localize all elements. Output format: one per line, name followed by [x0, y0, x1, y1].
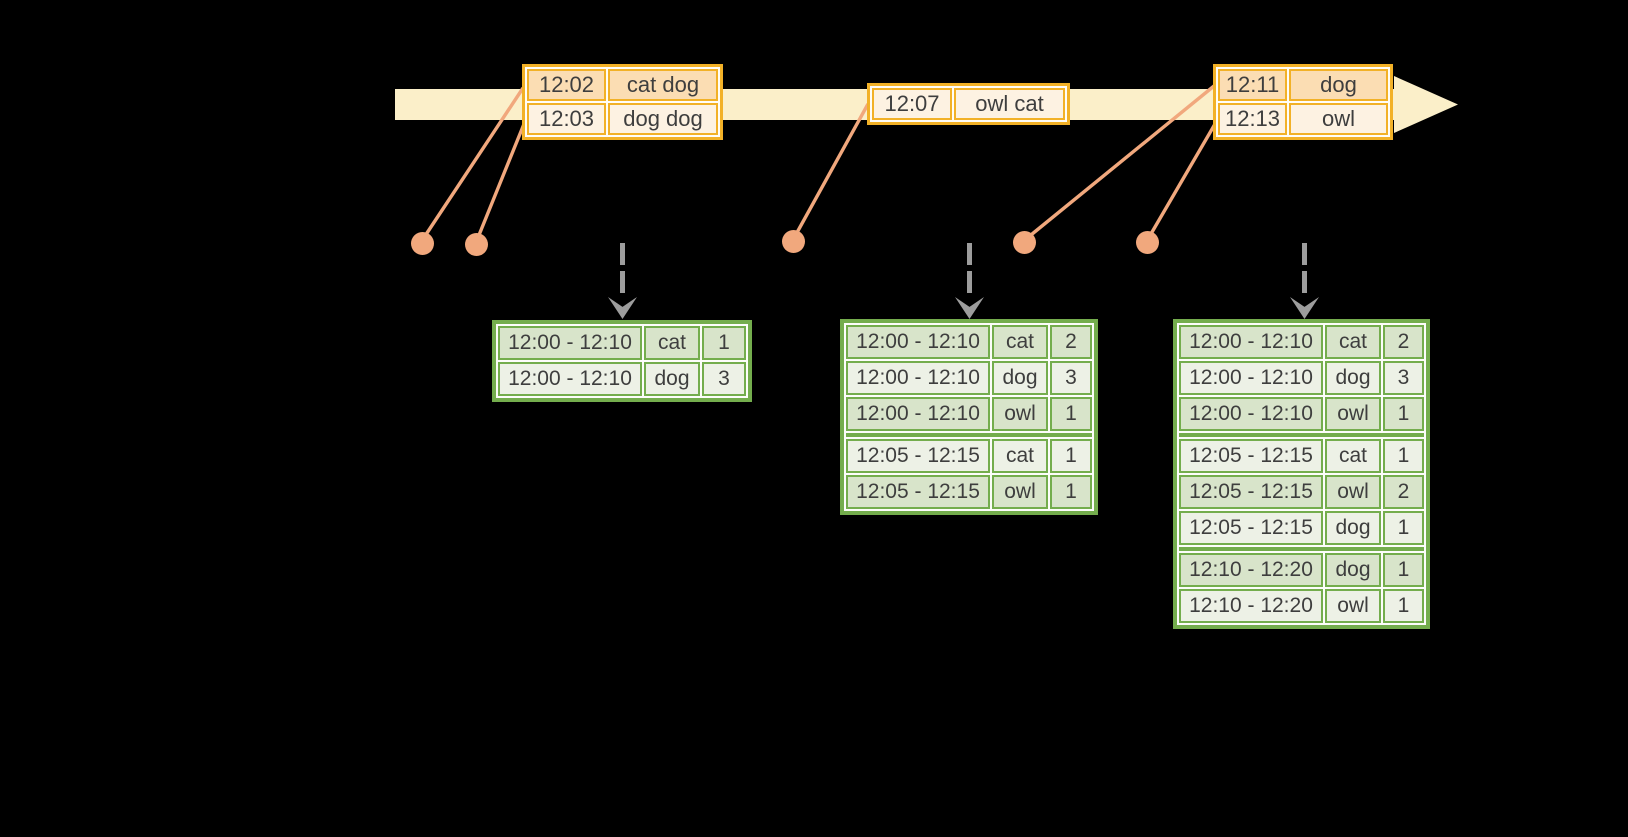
event-table-1: 12:02 cat dog 12:03 dog dog — [522, 64, 723, 140]
window-cell: 12:05 - 12:15 — [846, 439, 990, 473]
window-cell: 12:00 - 12:10 — [846, 361, 990, 395]
event-table-3: 12:11 dog 12:13 owl — [1213, 64, 1393, 140]
count-cell: 1 — [1383, 589, 1424, 623]
word-cell: cat — [644, 326, 700, 360]
count-cell: 1 — [1383, 397, 1424, 431]
window-cell: 12:05 - 12:15 — [1179, 439, 1323, 473]
event-dot — [1013, 231, 1036, 254]
event-dot — [1136, 231, 1159, 254]
event-time-cell: 12:07 — [872, 88, 952, 120]
word-cell: owl — [992, 475, 1048, 509]
word-cell: owl — [1325, 475, 1381, 509]
event-words-cell: owl cat — [954, 88, 1065, 120]
word-cell: dog — [1325, 361, 1381, 395]
event-dot — [465, 233, 488, 256]
count-cell: 2 — [1383, 475, 1424, 509]
count-cell: 1 — [702, 326, 746, 360]
word-cell: owl — [1325, 397, 1381, 431]
window-cell: 12:10 - 12:20 — [1179, 553, 1323, 587]
event-dot — [782, 230, 805, 253]
word-cell: dog — [992, 361, 1048, 395]
event-row: 12:03 dog dog — [527, 103, 718, 135]
result-row: 12:00 - 12:10 dog 3 — [846, 361, 1092, 395]
count-cell: 3 — [1383, 361, 1424, 395]
window-cell: 12:00 - 12:10 — [498, 362, 642, 396]
count-cell: 1 — [1050, 475, 1092, 509]
event-time-cell: 12:11 — [1218, 69, 1287, 101]
window-cell: 12:10 - 12:20 — [1179, 589, 1323, 623]
window-cell: 12:00 - 12:10 — [846, 397, 990, 431]
window-cell: 12:00 - 12:10 — [1179, 361, 1323, 395]
window-cell: 12:05 - 12:15 — [846, 475, 990, 509]
event-words-cell: dog dog — [608, 103, 718, 135]
result-row: 12:05 - 12:15 owl 2 — [1179, 475, 1424, 509]
word-cell: cat — [992, 325, 1048, 359]
window-cell: 12:00 - 12:10 — [1179, 325, 1323, 359]
trigger-arrow-dash — [620, 243, 625, 299]
count-cell: 2 — [1383, 325, 1424, 359]
result-row: 12:00 - 12:10 dog 3 — [1179, 361, 1424, 395]
word-cell: dog — [1325, 511, 1381, 545]
window-cell: 12:05 - 12:15 — [1179, 511, 1323, 545]
count-cell: 2 — [1050, 325, 1092, 359]
trigger-arrow-dash — [1302, 243, 1307, 299]
count-cell: 1 — [1383, 439, 1424, 473]
result-row: 12:10 - 12:20 owl 1 — [1179, 589, 1424, 623]
word-cell: dog — [644, 362, 700, 396]
word-cell: owl — [1325, 589, 1381, 623]
result-row: 12:05 - 12:15 owl 1 — [846, 475, 1092, 509]
window-cell: 12:00 - 12:10 — [1179, 397, 1323, 431]
window-cell: 12:00 - 12:10 — [846, 325, 990, 359]
event-row: 12:02 cat dog — [527, 69, 718, 101]
event-words-cell: owl — [1289, 103, 1388, 135]
window-cell: 12:05 - 12:15 — [1179, 475, 1323, 509]
count-cell: 1 — [1050, 397, 1092, 431]
count-cell: 3 — [702, 362, 746, 396]
result-row: 12:05 - 12:15 cat 1 — [1179, 433, 1424, 473]
result-row: 12:00 - 12:10 owl 1 — [1179, 397, 1424, 431]
count-cell: 3 — [1050, 361, 1092, 395]
event-time-cell: 12:02 — [527, 69, 606, 101]
word-cell: cat — [1325, 439, 1381, 473]
word-cell: owl — [992, 397, 1048, 431]
result-table-1: 12:00 - 12:10 cat 1 12:00 - 12:10 dog 3 — [492, 320, 752, 402]
result-row: 12:05 - 12:15 dog 1 — [1179, 511, 1424, 545]
result-row: 12:05 - 12:15 cat 1 — [846, 433, 1092, 473]
count-cell: 1 — [1383, 511, 1424, 545]
result-row: 12:00 - 12:10 cat 2 — [1179, 325, 1424, 359]
event-row: 12:11 dog — [1218, 69, 1388, 101]
count-cell: 1 — [1383, 553, 1424, 587]
trigger-arrow-dash — [967, 243, 972, 299]
result-row: 12:00 - 12:10 owl 1 — [846, 397, 1092, 431]
event-row: 12:13 owl — [1218, 103, 1388, 135]
result-row: 12:00 - 12:10 cat 2 — [846, 325, 1092, 359]
event-time-cell: 12:13 — [1218, 103, 1287, 135]
result-table-2: 12:00 - 12:10 cat 2 12:00 - 12:10 dog 3 … — [840, 319, 1098, 515]
event-time-cell: 12:03 — [527, 103, 606, 135]
event-table-2: 12:07 owl cat — [867, 83, 1070, 125]
window-cell: 12:00 - 12:10 — [498, 326, 642, 360]
word-cell: cat — [1325, 325, 1381, 359]
word-cell: dog — [1325, 553, 1381, 587]
event-words-cell: cat dog — [608, 69, 718, 101]
result-row: 12:00 - 12:10 cat 1 — [498, 326, 746, 360]
result-row: 12:10 - 12:20 dog 1 — [1179, 547, 1424, 587]
event-words-cell: dog — [1289, 69, 1388, 101]
word-cell: cat — [992, 439, 1048, 473]
result-table-3: 12:00 - 12:10 cat 2 12:00 - 12:10 dog 3 … — [1173, 319, 1430, 629]
event-dot — [411, 232, 434, 255]
event-row: 12:07 owl cat — [872, 88, 1065, 120]
count-cell: 1 — [1050, 439, 1092, 473]
result-row: 12:00 - 12:10 dog 3 — [498, 362, 746, 396]
